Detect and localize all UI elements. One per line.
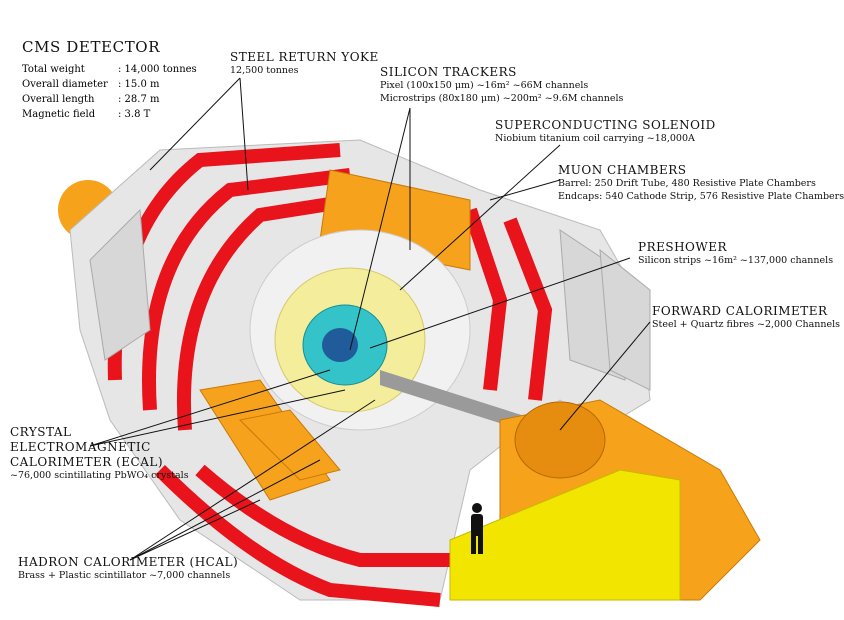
spec-key: Overall diameter [22, 79, 108, 90]
spec-row: Overall length : 28.7 m [22, 92, 197, 107]
preshower-label-title: PRESHOWER [638, 240, 728, 254]
person-scale-icon [471, 503, 483, 554]
spec-value: : 28.7 m [118, 94, 160, 105]
spec-row: Total weight : 14,000 tonnes [22, 62, 197, 77]
hcal-label-title: HADRON CALORIMETER (HCAL) [18, 555, 239, 569]
trackers-label-title: SILICON TRACKERS [380, 65, 517, 79]
spec-value: : 14,000 tonnes [118, 64, 197, 75]
ecal-label-line-1: CRYSTAL [10, 425, 72, 439]
spec-key: Overall length [22, 94, 95, 105]
ecal-label-line-2: ELECTROMAGNETIC [10, 440, 151, 454]
solenoid-label-title: SUPERCONDUCTING SOLENOID [495, 118, 716, 132]
support-platform [449, 469, 681, 601]
spec-key: Total weight [22, 64, 85, 75]
forward-label-detail: Steel + Quartz fibres ~2,000 Channels [652, 319, 841, 330]
spec-value: : 15.0 m [118, 79, 160, 90]
trackers-label-detail-2: Microstrips (80x180 μm) ~200m² ~9.6M cha… [380, 93, 624, 104]
leader-lines [89, 77, 651, 561]
muon-label-detail-1: Barrel: 250 Drift Tube, 480 Resistive Pl… [558, 178, 816, 189]
forward-label-title: FORWARD CALORIMETER [652, 304, 828, 318]
ecal-label-line-3: CALORIMETER (ECAL) [10, 455, 164, 469]
preshower-label-detail: Silicon strips ~16m² ~137,000 channels [638, 255, 834, 266]
yoke-label-title: STEEL RETURN YOKE [230, 50, 379, 64]
spec-row: Magnetic field : 3.8 T [22, 107, 197, 122]
pixel-core [322, 328, 358, 362]
specs-table: Total weight : 14,000 tonnes Overall diam… [22, 62, 197, 122]
hcal-label-detail: Brass + Plastic scintillator ~7,000 chan… [18, 570, 231, 581]
spec-key: Magnetic field [22, 109, 96, 120]
detector-illustration [58, 77, 761, 607]
trackers-label-detail-1: Pixel (100x150 μm) ~16m² ~66M channels [380, 80, 589, 91]
solenoid-label-detail: Niobium titanium coil carrying ~18,000A [495, 133, 695, 144]
endcap-slabs [89, 208, 651, 391]
page-title: CMS DETECTOR [22, 38, 161, 56]
muon-label-title: MUON CHAMBERS [558, 163, 687, 177]
spec-row: Overall diameter : 15.0 m [22, 77, 197, 92]
forward-calorimeter-face [514, 401, 606, 479]
muon-label-detail-2: Endcaps: 540 Cathode Strip, 576 Resistiv… [558, 191, 844, 202]
cms-diagram: CMS DETECTOR Total weight : 14,000 tonnes… [10, 38, 844, 607]
ecal-label-detail: ~76,000 scintillating PbWO₄ crystals [10, 470, 189, 481]
spec-value: : 3.8 T [118, 109, 151, 120]
yoke-label-detail: 12,500 tonnes [230, 65, 299, 76]
